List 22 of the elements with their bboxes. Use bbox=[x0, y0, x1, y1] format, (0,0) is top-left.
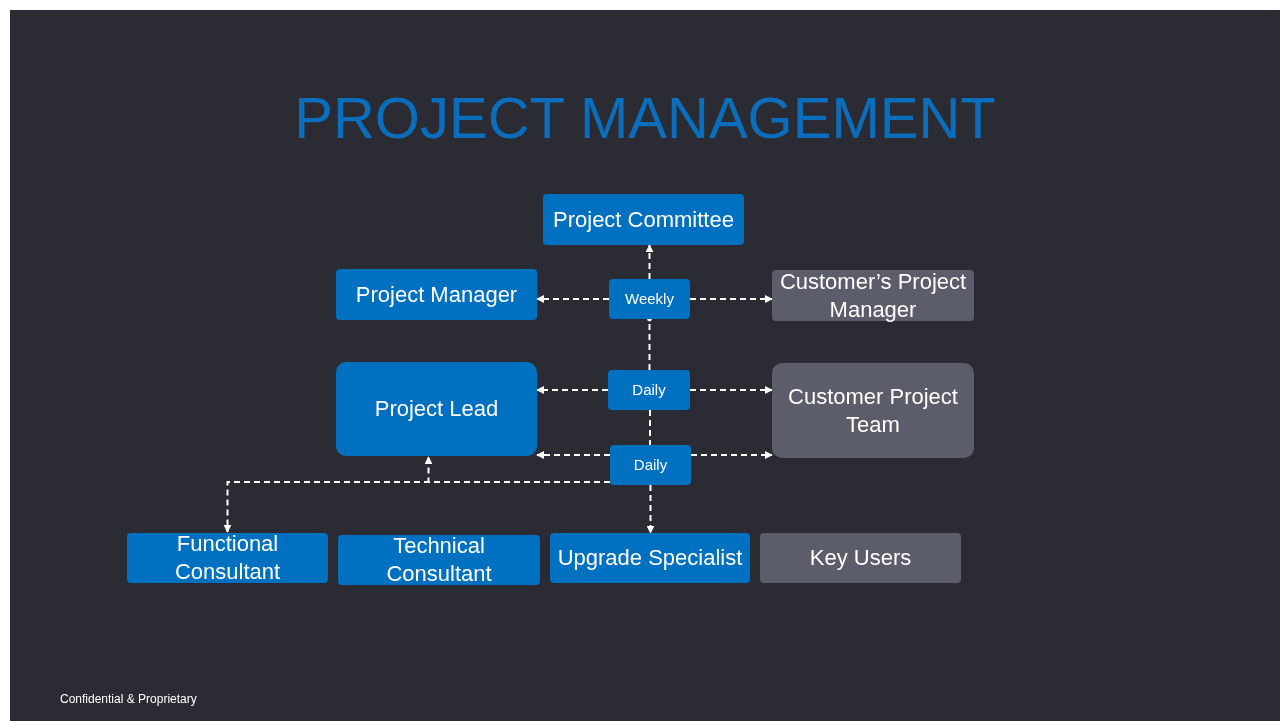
role-box: Technical Consultant bbox=[338, 535, 540, 585]
dashed-arrow bbox=[536, 295, 610, 303]
frequency-box: Daily bbox=[610, 445, 691, 485]
dashed-arrow bbox=[689, 386, 773, 394]
role-box: Project Lead bbox=[336, 362, 537, 456]
dashed-arrow bbox=[646, 484, 655, 534]
role-box: Customer’s Project Manager bbox=[772, 270, 974, 321]
dashed-arrow bbox=[645, 244, 654, 280]
dashed-arrow bbox=[690, 451, 773, 459]
role-box: Key Users bbox=[760, 533, 961, 583]
dashed-arrow bbox=[536, 451, 611, 459]
footer-note: Confidential & Proprietary bbox=[60, 692, 197, 706]
role-box: Customer Project Team bbox=[772, 363, 974, 458]
role-box: Project Committee bbox=[543, 194, 744, 245]
dashed-arrow bbox=[689, 295, 773, 303]
frequency-box: Daily bbox=[608, 370, 690, 410]
role-box: Project Manager bbox=[336, 269, 537, 320]
role-box: Upgrade Specialist bbox=[550, 533, 750, 583]
frequency-box: Weekly bbox=[609, 279, 690, 319]
role-box: Functional Consultant bbox=[127, 533, 328, 583]
slide-title: PROJECT MANAGEMENT bbox=[293, 84, 997, 151]
dashed-arrow bbox=[536, 386, 609, 394]
